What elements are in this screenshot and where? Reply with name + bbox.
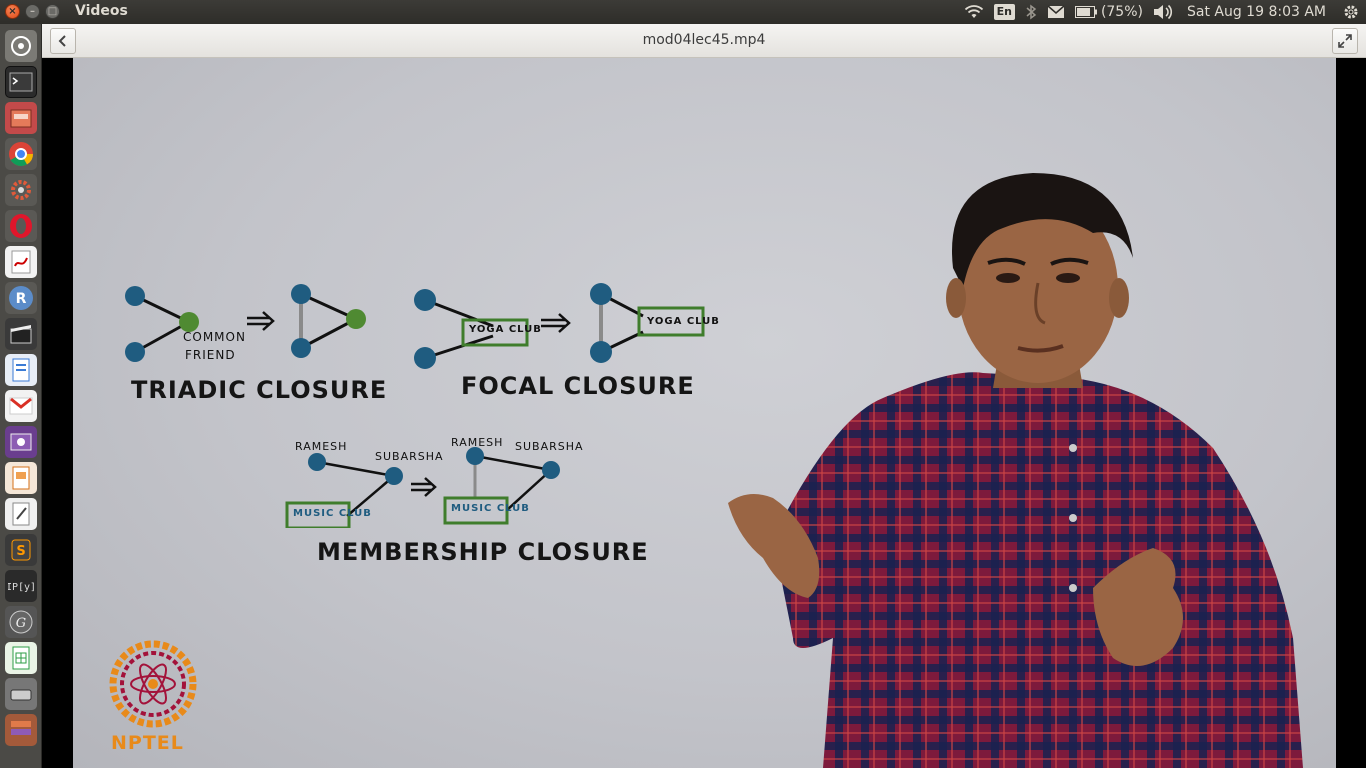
window-maximize-button[interactable]: □ [45,4,60,19]
yoga-club-box-1: YOGA CLUB [469,324,542,335]
dash-icon [11,36,31,56]
r-studio-icon: R [9,286,33,310]
sublime-launcher[interactable]: S [5,534,37,566]
gmail-launcher[interactable] [5,390,37,422]
svg-text:IP[y]: IP[y] [8,582,34,593]
datetime[interactable]: Sat Aug 19 8:03 AM [1186,4,1326,20]
video-editor-launcher[interactable] [5,318,37,350]
pdf-viewer-icon [11,250,31,274]
svg-text:S: S [16,544,25,559]
writer-icon [12,358,30,382]
terminal-icon [9,72,33,92]
r-launcher[interactable]: R [5,282,37,314]
app-title: Videos [75,3,128,19]
yoga-club-box-2: YOGA CLUB [647,316,720,327]
focal-closure-title: FOCAL CLOSURE [461,372,695,400]
svg-text:R: R [16,291,27,307]
window-close-button[interactable]: × [5,4,20,19]
spreadsheet-icon [12,646,30,670]
common-friend-label-2: FRIEND [185,348,236,362]
triadic-closure-title: TRIADIC CLOSURE [131,376,388,404]
triadic-closure-diagram [125,284,366,362]
sublime-icon: S [11,539,31,561]
svg-text:G: G [16,616,26,631]
music-club-box-1: MUSIC CLUB [293,508,372,519]
video-frame[interactable]: COMMON FRIEND TRIADIC CLOSURE YOGA CLUB … [73,58,1336,768]
minimize-icon: – [30,6,35,17]
writer-launcher[interactable] [5,354,37,386]
music-club-box-2: MUSIC CLUB [451,503,530,514]
opera-icon [10,214,32,238]
video-editor-icon [10,325,32,344]
chevron-left-icon [58,35,66,47]
nptel-logo-icon [109,640,197,728]
close-icon: × [8,6,17,17]
presentation-icon [12,466,30,490]
wifi-icon[interactable] [964,4,984,20]
spreadsheet-launcher[interactable] [5,642,37,674]
ramesh-label-1: RAMESH [295,440,348,453]
subarsha-label-2: SUBARSHA [515,440,584,453]
settings-icon [11,180,31,200]
chrome-launcher[interactable] [5,138,37,170]
settings-launcher[interactable] [5,174,37,206]
media-player-launcher[interactable] [5,426,37,458]
drive-icon [10,689,32,701]
volume-icon[interactable] [1153,4,1173,20]
back-button[interactable] [50,28,76,54]
ipython-launcher[interactable]: IP[y] [5,570,37,602]
gear-icon[interactable] [1342,3,1360,21]
files-icon [10,109,32,128]
video-player[interactable]: COMMON FRIEND TRIADIC CLOSURE YOGA CLUB … [42,58,1366,768]
battery-icon[interactable]: (75%) [1074,4,1143,20]
nptel-logo-text: NPTEL [111,732,184,754]
gephi-launcher[interactable]: G [5,606,37,638]
mail-icon[interactable] [1047,5,1065,19]
gephi-icon: G [9,610,33,634]
membership-closure-diagram [285,447,560,528]
files-launcher[interactable] [5,102,37,134]
ipython-icon: IP[y] [8,582,34,593]
fullscreen-button[interactable] [1332,28,1358,54]
focal-closure-diagram [414,283,705,369]
presentation-launcher[interactable] [5,462,37,494]
drive-launcher[interactable] [5,678,37,710]
window-minimize-button[interactable]: – [25,4,40,19]
app-stack-icon [11,721,31,735]
common-friend-label-1: COMMON [183,330,246,344]
terminal-launcher[interactable] [5,66,37,98]
bluetooth-icon[interactable] [1025,4,1037,20]
battery-percentage: (75%) [1100,4,1143,20]
launcher: R S IP[y] G [0,24,42,768]
text-editor-launcher[interactable] [5,498,37,530]
chrome-icon [9,142,33,167]
maximize-icon: □ [47,6,58,17]
presenter-figure [728,173,1303,768]
fullscreen-icon [1338,34,1352,48]
ramesh-label-2: RAMESH [451,436,504,449]
media-player-icon [10,433,32,451]
header-bar: mod04lec45.mp4 [42,24,1366,58]
indicator-area: En (75%) Sat Aug 19 8:03 AM [964,3,1360,21]
app-stack-launcher[interactable] [5,714,37,746]
membership-closure-title: MEMBERSHIP CLOSURE [317,538,649,566]
keyboard-language-indicator[interactable]: En [993,4,1015,20]
text-editor-icon [12,502,30,526]
subarsha-label-1: SUBARSHA [375,450,444,463]
dash-button[interactable] [5,30,37,62]
top-panel: × – □ Videos En (75%) Sat Aug 19 8:03 AM [0,0,1366,24]
gmail-icon [9,397,33,415]
pdf-viewer-launcher[interactable] [5,246,37,278]
opera-launcher[interactable] [5,210,37,242]
video-title: mod04lec45.mp4 [642,32,766,48]
